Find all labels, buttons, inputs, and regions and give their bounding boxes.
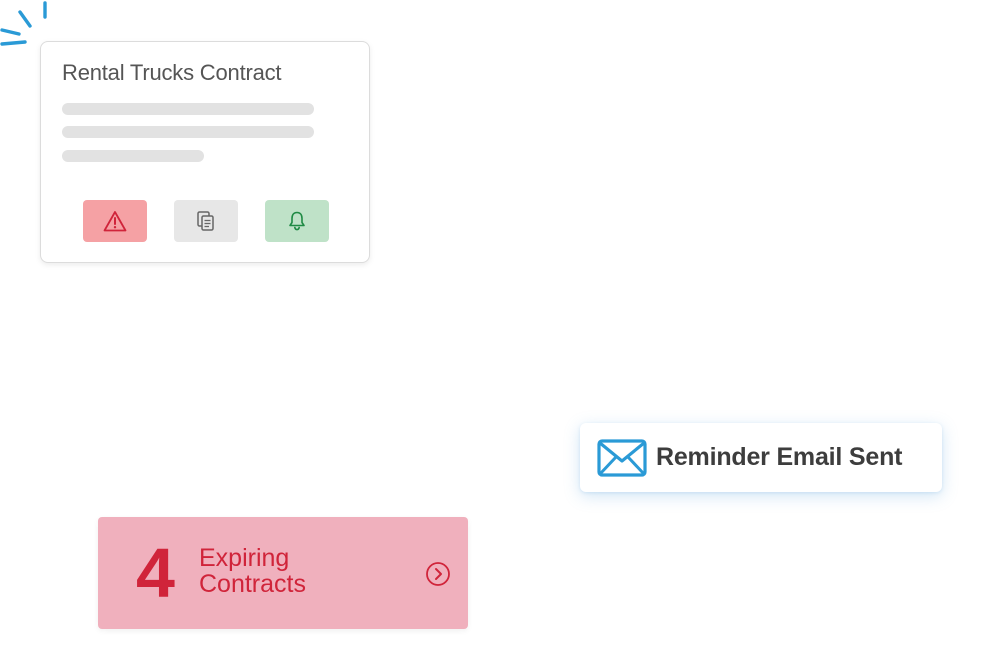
expiring-count: 4	[136, 534, 175, 612]
reminder-toast: Reminder Email Sent	[580, 423, 942, 492]
sparkle-burst-icon	[0, 1, 47, 46]
placeholder-line	[62, 103, 314, 115]
placeholder-line	[62, 126, 314, 138]
warning-icon	[103, 211, 127, 232]
chevron-right-circle-icon[interactable]	[425, 561, 451, 587]
expiring-label: Expiring Contracts	[199, 545, 306, 597]
placeholder-line	[62, 150, 204, 162]
toast-message: Reminder Email Sent	[656, 443, 903, 471]
contract-title: Rental Trucks Contract	[62, 60, 282, 85]
mail-icon	[597, 438, 647, 477]
warning-button[interactable]	[83, 200, 147, 242]
bell-icon	[289, 211, 305, 231]
expiring-label-line2: Contracts	[199, 570, 306, 598]
contract-card: Rental Trucks Contract	[40, 41, 370, 263]
bell-button[interactable]	[265, 200, 329, 242]
copy-button[interactable]	[174, 200, 238, 242]
expiring-label-line1: Expiring	[199, 544, 290, 572]
expiring-contracts-card[interactable]: 4 Expiring Contracts	[98, 517, 468, 629]
copy-icon	[197, 211, 214, 231]
